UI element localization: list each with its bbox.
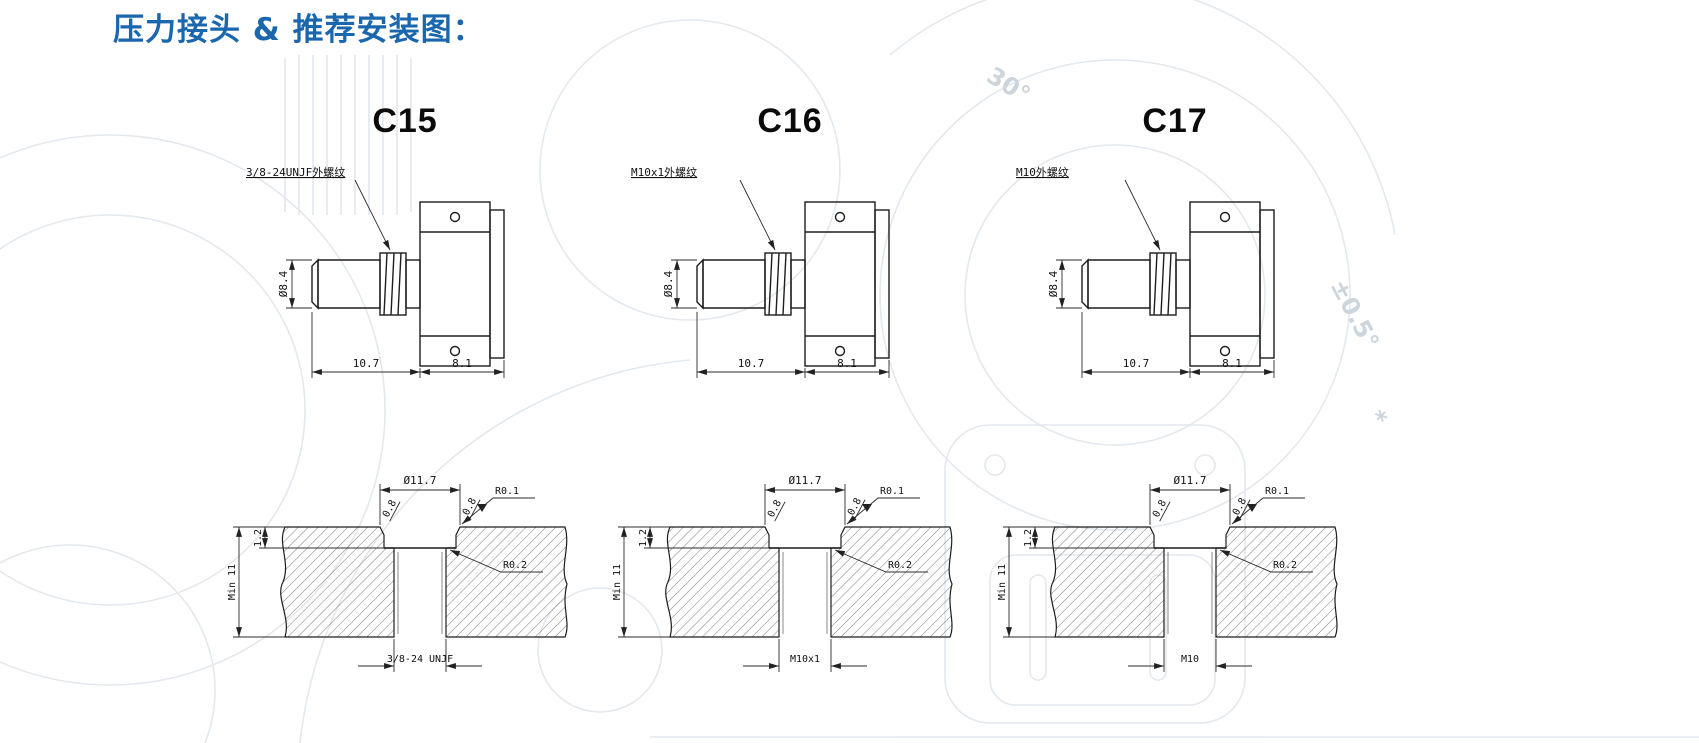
section-material [665,526,953,638]
corner-radius-leader [834,549,928,573]
length-dimensions [311,312,505,378]
min-depth-dimension [1003,527,1055,638]
surface-finish-mark-right: 0.8 [461,496,481,520]
surface-finish-mark-left: 0.8 [1151,498,1171,522]
thread-spec-dimension [1128,639,1252,672]
min-depth-dimension [233,527,285,638]
thread-callout-label: M10x1外螺纹 [631,165,697,179]
min-depth-label: Min 11 [612,564,623,600]
bore-diameter-label: Ø11.7 [788,474,821,487]
edge-radius-leader [461,497,535,525]
installation-section-view: Ø11.7 R0.1 R0.2 0.8 0.8 1. [997,474,1338,672]
thread-spec-label: 3/8-24 UNJF [387,654,453,665]
page-title: 压力接头 & 推荐安装图： [113,12,485,48]
thread-callout-leader [354,179,391,251]
min-depth-dimension [618,527,670,638]
min-depth-label: Min 11 [227,564,238,600]
port-diameter-label: Ø8.4 [1047,270,1060,297]
connector-model-label: C15 [372,102,438,140]
port-diameter-dimension [1056,259,1082,309]
counterbore-depth-label: 1.2 [638,529,649,547]
thread-callout-label: 3/8-24UNJF外螺纹 [246,165,345,179]
installation-section-view: Ø11.7 R0.1 R0.2 0.8 0.8 1. [227,474,568,672]
counterbore-depth-label: 1.2 [253,529,264,547]
connector-body-drawing [1081,201,1275,367]
thread-spec-dimension [743,639,867,672]
length-dimensions [696,312,890,378]
edge-radius-label: R0.1 [495,486,519,497]
thread-spec-dimension [358,639,482,672]
bore-diameter-label: Ø11.7 [403,474,436,487]
connector-model-label: C17 [1142,102,1208,140]
watermark-shank-lines [284,55,412,215]
body-length-label: 10.7 [1123,357,1150,370]
port-diameter-dimension [671,259,697,309]
connector-body-drawing [696,201,890,367]
hex-length-label: 8.1 [1222,357,1242,370]
thread-spec-label: M10x1 [790,654,820,665]
connector-side-view: M10x1外螺纹 [631,165,890,378]
port-diameter-label: Ø8.4 [277,270,290,297]
connector-body-drawing [311,201,505,367]
corner-radius-label: R0.2 [1273,560,1297,571]
edge-radius-leader [846,497,920,525]
surface-symbol-icon [477,504,487,512]
hex-length-label: 8.1 [452,357,472,370]
surface-finish-mark-right: 0.8 [1231,496,1251,520]
connector-side-view: M10外螺纹 [1016,165,1275,378]
bore-diameter-dimension [1149,484,1231,525]
thread-spec-label: M10 [1181,654,1199,665]
bore-diameter-dimension [764,484,846,525]
connector-figure-2: C16 M10x1外螺纹 [600,102,980,672]
min-depth-label: Min 11 [997,564,1008,600]
installation-section-view: Ø11.7 R0.1 R0.2 0.8 0.8 1. [612,474,953,672]
corner-radius-leader [449,549,543,573]
connector-model-label: C16 [757,102,823,140]
bore-diameter-dimension [379,484,461,525]
surface-finish-mark-left: 0.8 [766,498,786,522]
connector-figure-3: C17 M10外螺纹 [985,102,1365,672]
hex-length-label: 8.1 [837,357,857,370]
edge-radius-leader [1231,497,1305,525]
body-length-label: 10.7 [353,357,380,370]
surface-finish-mark-right: 0.8 [846,496,866,520]
corner-radius-leader [1219,549,1313,573]
port-diameter-label: Ø8.4 [662,270,675,297]
surface-finish-mark-left: 0.8 [381,498,401,522]
corner-radius-label: R0.2 [888,560,912,571]
connector-side-view: 3/8-24UNJF外螺纹 [246,165,505,378]
thread-callout-leader [1124,179,1161,251]
thread-callout-leader [739,179,776,251]
port-diameter-dimension [286,259,312,309]
connector-figure-1: C15 3/8-24UNJF外螺纹 [215,102,595,672]
bore-diameter-label: Ø11.7 [1173,474,1206,487]
surface-symbol-icon [1247,504,1257,512]
length-dimensions [1081,312,1275,378]
body-length-label: 10.7 [738,357,765,370]
surface-symbol-icon [862,504,872,512]
corner-radius-label: R0.2 [503,560,527,571]
thread-callout-label: M10外螺纹 [1016,165,1069,179]
section-material [1050,526,1338,638]
section-material [280,526,568,638]
edge-radius-label: R0.1 [880,486,904,497]
edge-radius-label: R0.1 [1265,486,1289,497]
counterbore-depth-label: 1.2 [1023,529,1034,547]
